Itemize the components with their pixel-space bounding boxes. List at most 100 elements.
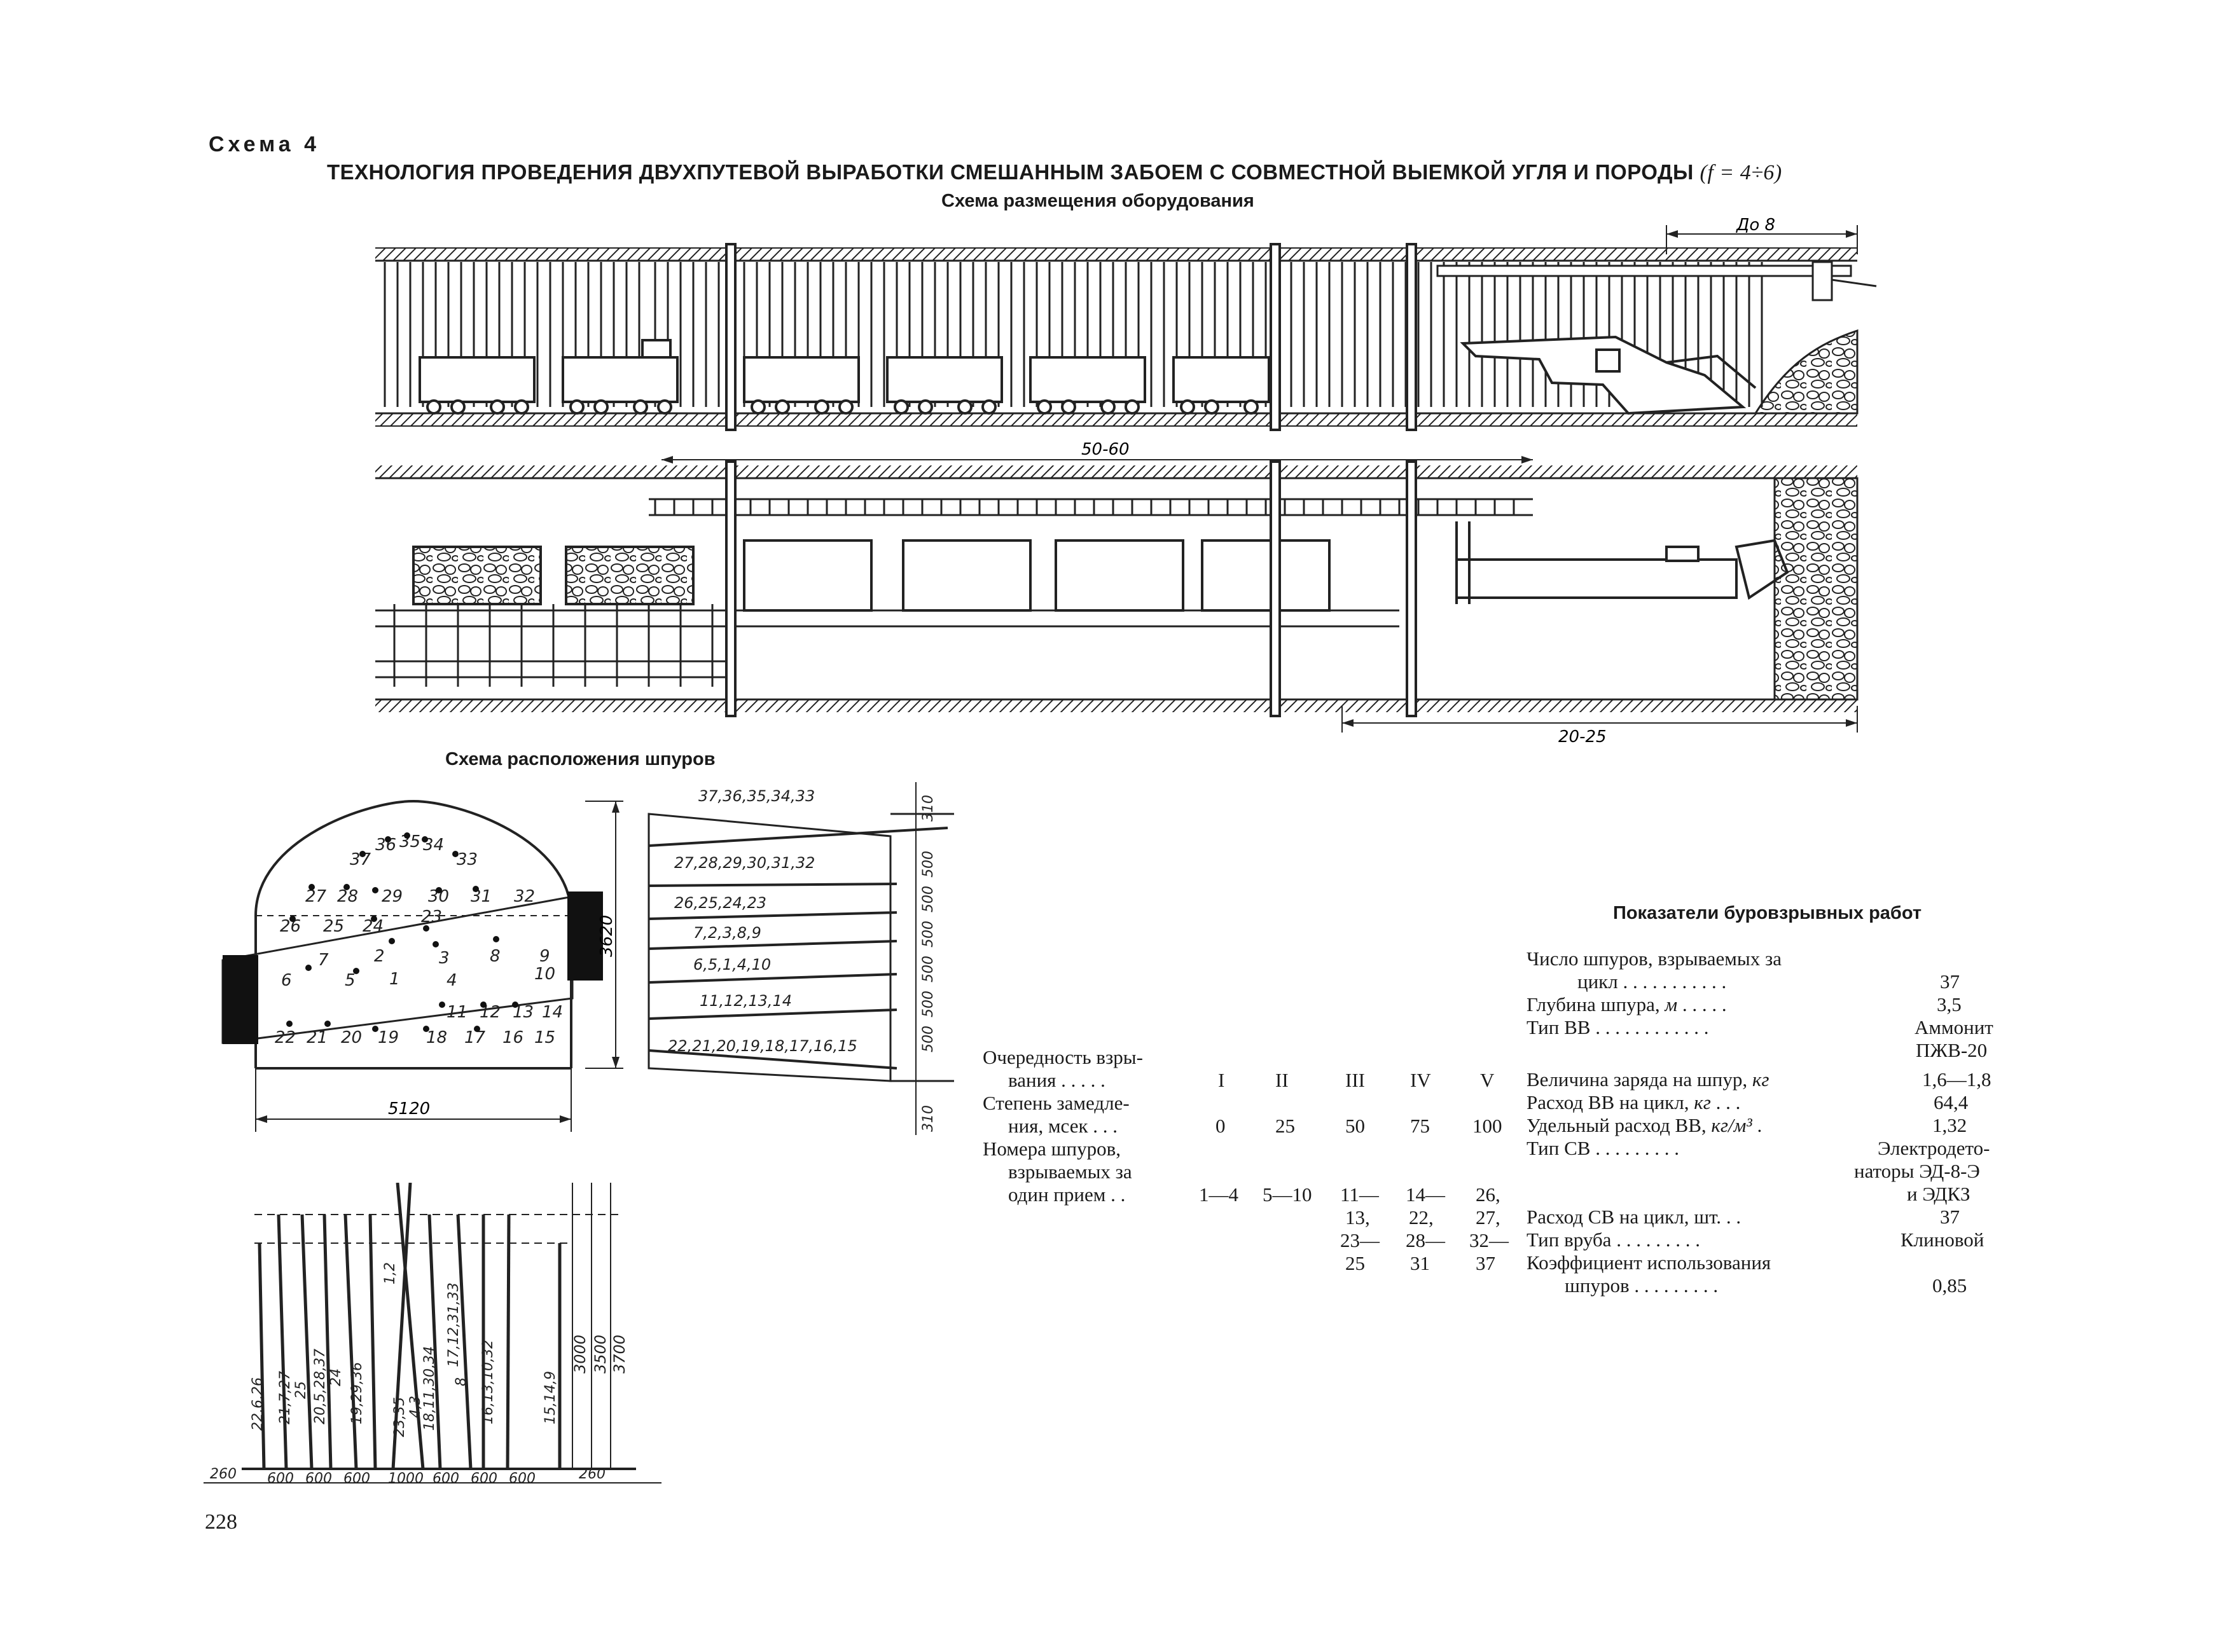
hole-label: 9 — [539, 947, 550, 966]
plan-label: 15,14,9 — [543, 1371, 558, 1424]
ind-label: Тип ВВ . . . . . . . . . . . . — [1527, 1016, 1708, 1039]
plan-label: 23,35 — [392, 1397, 408, 1437]
delay-v: 100 — [1472, 1115, 1502, 1137]
plan-label: 16,13,10,32 — [480, 1340, 496, 1424]
dim-do8-label: До 8 — [1736, 216, 1775, 235]
plan-label: 20,5,28,37 — [312, 1349, 328, 1424]
page-number: 228 — [205, 1510, 237, 1534]
ind-label: цикл . . . . . . . . . . . — [1577, 970, 1727, 993]
hole-label: 17 — [464, 1028, 486, 1047]
ind-label-text: Тип СВ — [1527, 1137, 1591, 1159]
hole-label: 22 — [275, 1028, 296, 1047]
ind-unit: кг/м³ — [1711, 1114, 1752, 1136]
hole-label: 8 — [490, 947, 501, 966]
bottom-dim-label: 600 — [305, 1471, 332, 1487]
hole-label: 14 — [542, 1003, 563, 1022]
ind-label-text: Величина заряда на шпур, — [1527, 1068, 1748, 1091]
indicators-title: Показатели буровзрывных работ — [1613, 903, 1922, 923]
ind-value: 0,85 — [1932, 1274, 1967, 1297]
hole-label: 19 — [378, 1028, 399, 1047]
side-dim-label: 500 — [920, 991, 936, 1017]
holes-v: 27, — [1476, 1206, 1500, 1229]
depth-label: 3700 — [611, 1335, 628, 1373]
delay-iii: 50 — [1345, 1115, 1365, 1137]
bottom-dim-label: 600 — [471, 1471, 497, 1487]
side-row-label: 26,25,24,23 — [674, 894, 766, 912]
hole-label: 6 — [281, 971, 292, 990]
hole-label: 16 — [502, 1028, 523, 1047]
plan-label: 22,6,26 — [250, 1377, 266, 1431]
holes-ii: 5—10 — [1263, 1183, 1312, 1206]
holes-face-drawing: 5120 3620 37 36 35 34 33 27 28 29 30 31 … — [221, 799, 623, 1132]
order-label-1: Очередность взры- — [983, 1046, 1143, 1068]
ind-value: Аммонит — [1915, 1016, 1993, 1038]
ind-unit: кг — [1694, 1091, 1711, 1113]
ind-label-text: Тип вруба — [1527, 1229, 1612, 1251]
holes-iii: 11— — [1340, 1183, 1379, 1206]
hole-label: 32 — [514, 887, 535, 906]
ind-label: Величина заряда на шпур, кг — [1527, 1068, 1769, 1091]
hole-label: 27 — [305, 887, 327, 906]
ind-unit: кг — [1752, 1068, 1769, 1091]
ind-label-text: Тип ВВ — [1527, 1016, 1591, 1038]
hole-label: 23 — [421, 907, 442, 926]
holes-label-3: один прием . . — [1008, 1183, 1126, 1206]
equipment-layout-drawing: До 8 — [375, 216, 1877, 744]
hole-label: 28 — [337, 887, 358, 906]
side-row-label: 6,5,1,4,10 — [693, 956, 771, 974]
stage-i: I — [1218, 1069, 1225, 1091]
ind-value: Электродето- — [1878, 1137, 1990, 1159]
delay-i: 0 — [1215, 1115, 1226, 1137]
ind-label: Удельный расход ВВ, кг/м³ . — [1527, 1114, 1762, 1137]
ind-dots: . . . . . . . . . . . . — [1595, 1016, 1709, 1038]
ind-value: наторы ЭД-8-Э — [1854, 1160, 1980, 1182]
firing-sequence-table: Очередность взры- вания . . . . . Степен… — [983, 1046, 1511, 1288]
side-dim-label: 310 — [920, 795, 936, 822]
plan-label: 25 — [293, 1381, 309, 1399]
hole-label: 4 — [447, 971, 457, 990]
depth-label: 3000 — [571, 1335, 589, 1373]
dim-do8: До 8 — [1666, 216, 1858, 254]
bottom-dim-label: 600 — [343, 1471, 370, 1487]
ind-value: 1,32 — [1932, 1114, 1967, 1136]
holes-iv: 14— — [1406, 1183, 1445, 1206]
dim-2025-label: 20-25 — [1558, 727, 1607, 744]
plan-label: 21,7,27 — [277, 1371, 293, 1424]
side-row-label: 27,28,29,30,31,32 — [674, 854, 815, 872]
ind-value: 64,4 — [1934, 1091, 1969, 1113]
stage-ii: II — [1275, 1069, 1289, 1091]
bottom-dim-label: 600 — [433, 1471, 459, 1487]
holes-label-1: Номера шпуров, — [983, 1138, 1121, 1160]
plan-label: 4,3 — [408, 1396, 424, 1418]
order-label-2: вания . . . . . — [1008, 1069, 1105, 1091]
equipment-layout-title: Схема размещения оборудования — [941, 191, 1254, 211]
side-dim-label: 500 — [920, 886, 936, 912]
ind-value: 1,6—1,8 — [1922, 1068, 1991, 1091]
ind-label: Число шпуров, взрываемых за — [1527, 947, 1782, 970]
hole-label: 2 — [374, 947, 385, 966]
ind-label: Тип вруба . . . . . . . . . — [1527, 1229, 1700, 1251]
plan-label: 1,2 — [382, 1262, 398, 1284]
plan-view-section — [375, 460, 1859, 717]
side-dim-label: 500 — [920, 851, 936, 878]
delay-label-1: Степень замедле- — [983, 1092, 1130, 1114]
hole-label: 5 — [345, 971, 356, 990]
hole-label: 20 — [341, 1028, 362, 1047]
holes-plan-drawing: 22,6,26 21,7,27 25 20,5,28,37 24 19,29,3… — [204, 1183, 661, 1487]
ind-label: шпуров . . . . . . . . . — [1565, 1274, 1719, 1297]
plan-label: 17,12,31,33 — [446, 1283, 462, 1367]
ind-label: Расход ВВ на цикл, кг . . . — [1527, 1091, 1740, 1114]
side-row-label: 37,36,35,34,33 — [698, 787, 815, 805]
delay-iv: 75 — [1410, 1115, 1430, 1137]
ind-dots: . . . — [1715, 1091, 1741, 1113]
ind-label: Тип СВ . . . . . . . . . — [1527, 1137, 1679, 1160]
hole-label: 11 — [447, 1003, 467, 1022]
bottom-dim-label: 260 — [579, 1466, 606, 1482]
holes-v: 32— — [1469, 1229, 1509, 1251]
ind-dots: . . . . . . . . . — [1616, 1229, 1700, 1251]
bottom-dim-label: 600 — [509, 1471, 536, 1487]
ind-dots: . — [1757, 1114, 1762, 1136]
side-dim-label: 500 — [920, 921, 936, 947]
bottom-dim-label: 1000 — [388, 1471, 424, 1487]
holes-iv: 22, — [1409, 1206, 1434, 1229]
